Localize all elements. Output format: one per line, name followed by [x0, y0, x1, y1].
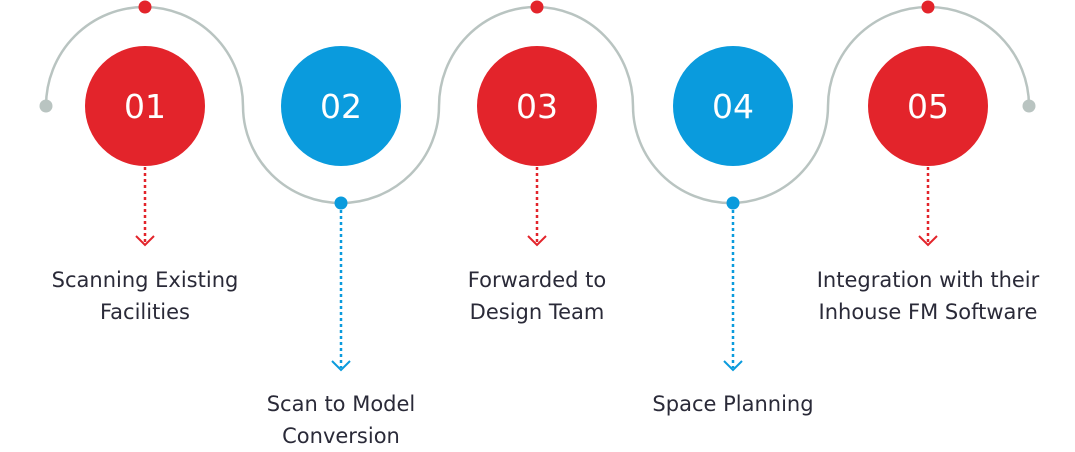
arrow-down-icon — [135, 235, 155, 247]
step-number: 03 — [516, 86, 558, 126]
start-dot — [39, 99, 53, 113]
step-number-circle: 02 — [281, 46, 401, 166]
step-label-line: Integration with their — [816, 268, 1040, 292]
step-number-circle: 01 — [85, 46, 205, 166]
track-dot — [138, 0, 152, 14]
step-label-line: Scan to Model — [266, 392, 416, 416]
track-dot — [921, 0, 935, 14]
arrow-down-icon — [527, 235, 547, 247]
step-label: Forwarded to Design Team — [417, 264, 657, 328]
end-dot — [1022, 99, 1036, 113]
step-number-circle: 05 — [868, 46, 988, 166]
step-label-line: Scanning Existing — [51, 268, 239, 292]
step-number-circle: 03 — [477, 46, 597, 166]
track-dot — [334, 196, 348, 210]
step-label-line: Design Team — [469, 300, 605, 324]
step-label: Space Planning — [613, 388, 853, 420]
step-number: 02 — [320, 86, 362, 126]
step-number: 05 — [907, 86, 949, 126]
step-label-line: Facilities — [100, 300, 190, 324]
step-label-line: Space Planning — [652, 392, 814, 416]
step-label-line: Conversion — [282, 424, 400, 448]
step-number: 04 — [712, 86, 754, 126]
track-dot — [726, 196, 740, 210]
step-label-line: Forwarded to — [467, 268, 607, 292]
arrow-down-icon — [331, 360, 351, 372]
track-dot — [530, 0, 544, 14]
step-number: 01 — [124, 86, 166, 126]
step-label-line: Inhouse FM Software — [818, 300, 1038, 324]
step-number-circle: 04 — [673, 46, 793, 166]
arrow-down-icon — [918, 235, 938, 247]
arrow-down-icon — [723, 360, 743, 372]
